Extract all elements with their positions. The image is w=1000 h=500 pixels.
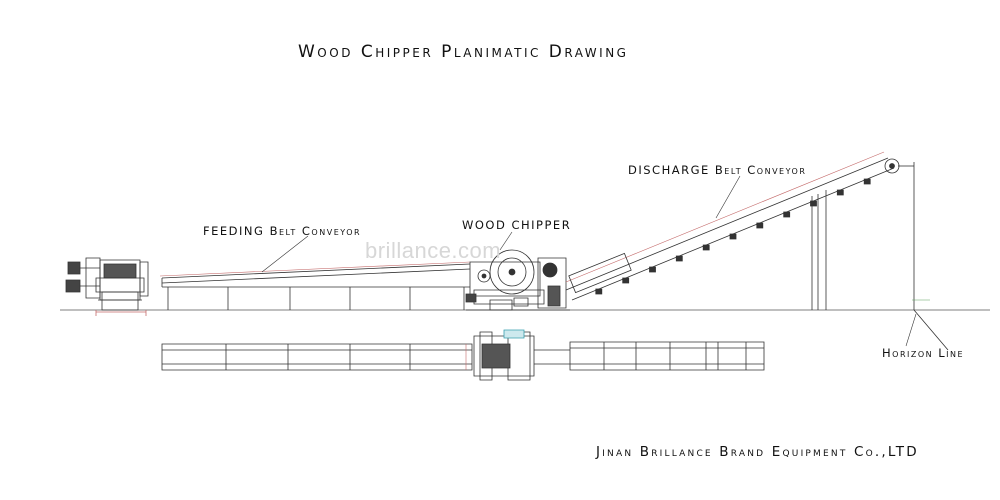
leader-lines	[262, 176, 916, 346]
idler-bracket	[596, 289, 602, 294]
label-feeding-conveyor: FEEDING Belt Conveyor	[203, 224, 362, 238]
idler-bracket	[837, 190, 843, 195]
feeding-conveyor-side	[160, 262, 470, 310]
idler-bracket	[703, 245, 709, 250]
discharge-conveyor-side	[566, 152, 948, 350]
idler-bracket	[811, 201, 817, 206]
idler-bracket	[864, 179, 870, 184]
wood-chipper-side	[466, 250, 570, 310]
idler-bracket	[784, 212, 790, 217]
idler-bracket	[650, 267, 656, 272]
idler-bracket	[730, 234, 736, 239]
company-name: Jinan Brillance Brand Equipment Co.,LTD	[596, 444, 919, 460]
label-horizon-line: Horizon Line	[882, 346, 965, 360]
drawing-title: Wood Chipper Planimatic Drawing	[298, 42, 629, 62]
end-view-machine	[66, 258, 148, 316]
idler-bracket	[623, 278, 629, 283]
idler-bracket	[676, 256, 682, 261]
label-discharge-conveyor: DISCHARGE Belt Conveyor	[628, 163, 807, 177]
discharge-idlers	[596, 179, 870, 294]
plan-view	[162, 330, 764, 380]
idler-bracket	[757, 223, 763, 228]
watermark: brillance.com	[365, 238, 502, 263]
label-wood-chipper: WOOD CHIPPER	[462, 218, 572, 232]
